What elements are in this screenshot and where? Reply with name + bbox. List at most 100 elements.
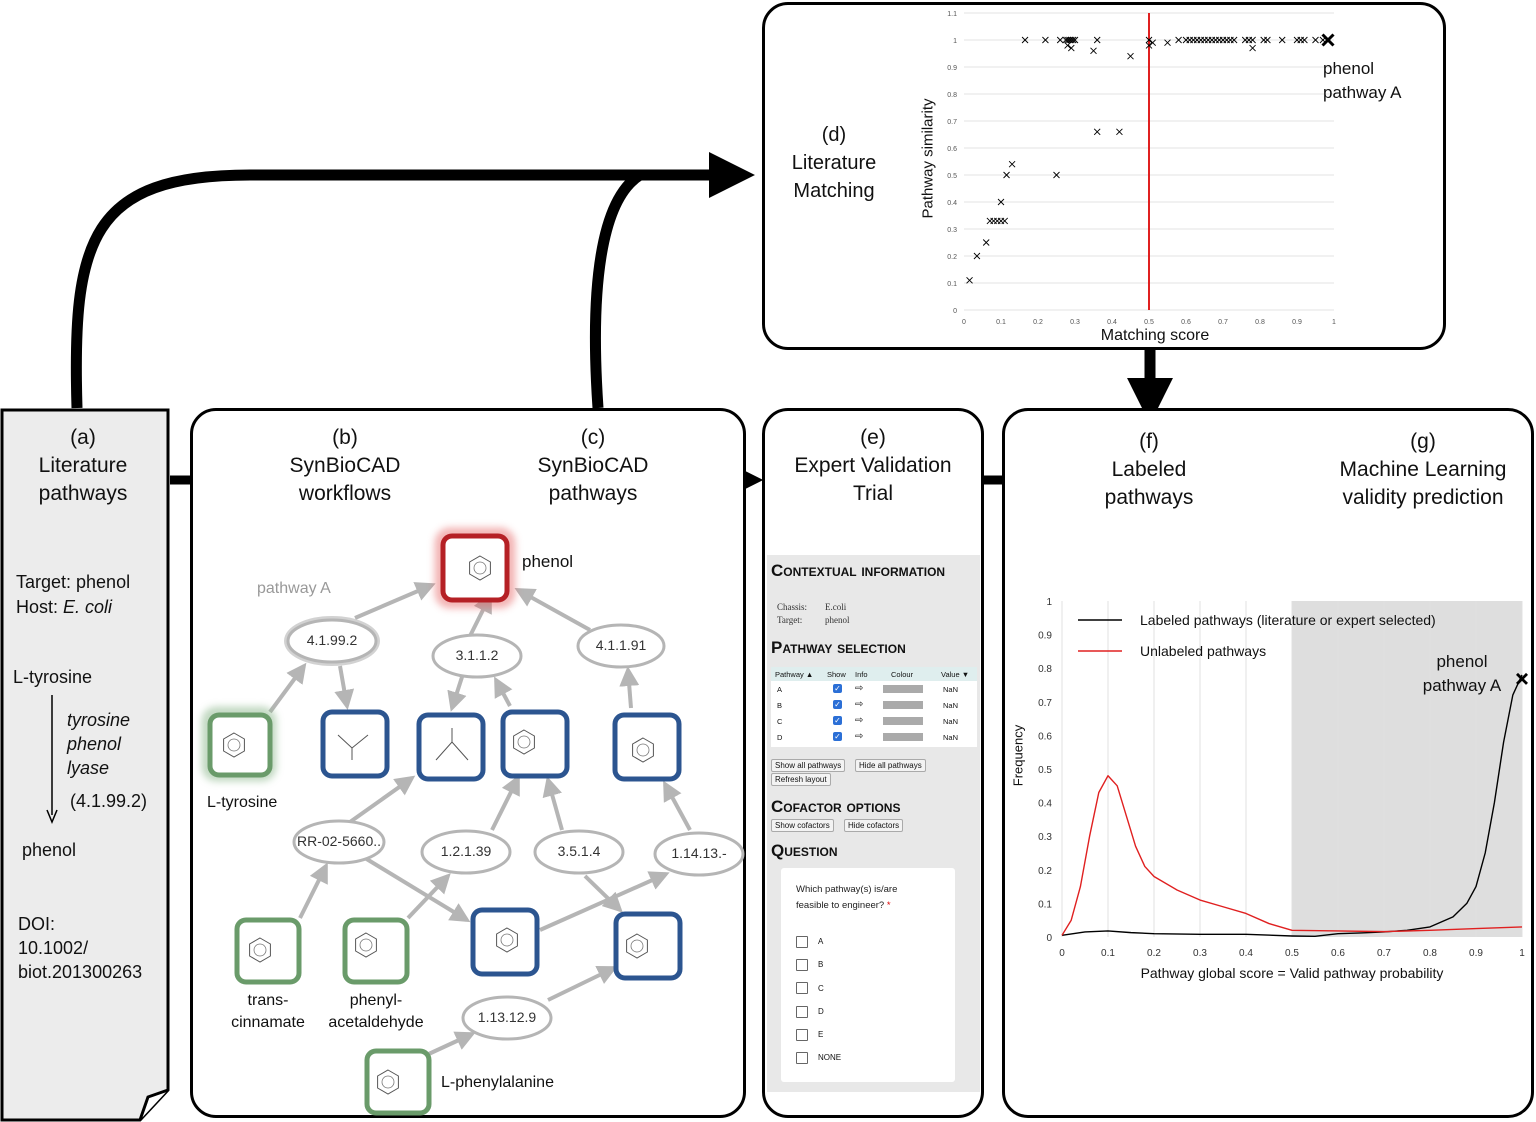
chassis-label: Chassis: <box>777 602 808 612</box>
reaction-4-1-1-91: 4.1.1.91 <box>595 637 647 653</box>
density-highlight-label: phenol pathway A <box>1412 650 1512 698</box>
option-label: A <box>818 937 824 946</box>
scatter-point-stroke <box>1264 36 1271 44</box>
scatter-point <box>1090 47 1097 55</box>
phenylacetaldehyde-line1: phenyl- <box>349 992 403 1009</box>
trans-cinnamate-line1: trans- <box>247 992 289 1009</box>
density-x-tick-label: 0.6 <box>1331 948 1345 959</box>
hide-all-pathways-button[interactable]: Hide all pathways <box>855 759 926 772</box>
reaction-3-1-1-2: 3.1.1.2 <box>455 647 499 663</box>
scatter-y-tick-label: 0.5 <box>947 173 957 180</box>
show-all-pathways-button[interactable]: Show all pathways <box>771 759 846 772</box>
option-checkbox[interactable] <box>796 1052 808 1065</box>
option-a[interactable]: A <box>796 930 841 953</box>
option-label: E <box>818 1030 824 1040</box>
col-show[interactable]: Show <box>827 670 846 679</box>
panel-d-title: (d) Literature Matching <box>770 121 898 205</box>
density-x-tick-label: 0.9 <box>1469 948 1483 959</box>
show-checkbox[interactable]: ✓ <box>833 684 842 693</box>
panel-b-letter: (b) <box>332 426 358 449</box>
scatter-point <box>1067 44 1075 52</box>
scatter-point-stroke <box>1069 36 1077 44</box>
panel-c-letter: (c) <box>580 426 606 449</box>
info-icon[interactable]: ⇨ <box>855 699 864 710</box>
compound-l-phenylalanine: L-phenylalanine <box>441 1074 554 1091</box>
option-e[interactable]: E <box>796 1023 841 1046</box>
table-row[interactable]: A ✓ ⇨ NaN <box>771 682 977 697</box>
scatter-x-tick-label: 0.9 <box>1292 319 1302 326</box>
options-list: A B C D E NONE <box>796 930 841 1070</box>
option-none[interactable]: NONE <box>796 1046 841 1069</box>
option-checkbox[interactable] <box>796 982 808 995</box>
density-x-tick-label: 1 <box>1519 948 1525 959</box>
scatter-point <box>1149 39 1157 47</box>
density-highlight-point <box>1516 672 1528 685</box>
scatter-point-stroke <box>1008 160 1016 168</box>
show-checkbox[interactable]: ✓ <box>833 732 842 741</box>
scatter-point <box>1230 36 1238 44</box>
option-c[interactable]: C <box>796 977 841 1000</box>
table-header: Pathway ▲ Show Info Colour Value ▼ <box>771 667 977 681</box>
scatter-highlight-point-stroke <box>1321 33 1335 47</box>
option-checkbox[interactable] <box>796 935 808 948</box>
info-icon[interactable]: ⇨ <box>855 715 864 726</box>
scatter-point <box>1312 36 1319 44</box>
panel-c-title-line2: pathways <box>548 482 638 505</box>
table-row[interactable]: D ✓ ⇨ NaN <box>771 730 977 745</box>
panel-f-title: (f) Labeled pathways <box>1084 428 1214 512</box>
refresh-layout-button[interactable]: Refresh layout <box>771 773 831 786</box>
phenylacetaldehyde-line2: acetaldehyde <box>328 1014 424 1031</box>
option-label: C <box>818 983 824 993</box>
row-pathway: C <box>777 717 783 726</box>
density-y-tick-label: 0.1 <box>1038 899 1052 910</box>
show-cofactors-button[interactable]: Show cofactors <box>771 819 834 832</box>
context-info: Chassis:E.coli Target:phenol <box>777 601 850 627</box>
panel-g-title: (g) Machine Learning validity prediction <box>1320 428 1526 512</box>
scatter-point <box>1093 36 1101 44</box>
panel-g-letter: (g) <box>1410 430 1436 453</box>
scatter-point <box>1175 36 1182 44</box>
col-pathway[interactable]: Pathway ▲ <box>775 670 814 679</box>
scatter-point-stroke <box>1278 36 1286 44</box>
col-info[interactable]: Info <box>855 670 868 679</box>
table-row[interactable]: C ✓ ⇨ NaN <box>771 714 977 729</box>
scatter-point <box>1008 160 1016 168</box>
info-icon[interactable]: ⇨ <box>855 683 864 694</box>
option-checkbox[interactable] <box>796 1005 808 1018</box>
target-text: Target: phenol <box>16 572 131 592</box>
scatter-point <box>966 276 973 284</box>
scatter-point <box>1064 42 1071 49</box>
show-checkbox[interactable]: ✓ <box>833 700 842 709</box>
option-checkbox[interactable] <box>796 959 808 972</box>
scatter-point-stroke <box>1056 36 1064 44</box>
table-row[interactable]: B ✓ ⇨ NaN <box>771 698 977 713</box>
panel-g-title-line1: Machine Learning <box>1339 458 1507 481</box>
scatter-y-tick-label: 0.4 <box>947 200 957 207</box>
panel-b-title: (b) SynBioCAD workflows <box>270 424 420 508</box>
option-b[interactable]: B <box>796 953 841 976</box>
row-pathway: B <box>777 701 783 710</box>
hide-cofactors-button[interactable]: Hide cofactors <box>844 819 904 832</box>
col-value[interactable]: Value ▼ <box>941 670 970 679</box>
panel-e-title-line2: Trial <box>852 482 894 505</box>
scatter-y-tick-label: 0.9 <box>947 65 957 72</box>
option-d[interactable]: D <box>796 1000 841 1023</box>
col-colour[interactable]: Colour <box>891 670 914 679</box>
info-icon[interactable]: ⇨ <box>855 731 864 742</box>
option-checkbox[interactable] <box>796 1029 808 1042</box>
density-x-tick-label: 0 <box>1059 948 1065 959</box>
scatter-point <box>1249 44 1256 52</box>
scatter-point <box>1056 36 1064 44</box>
scatter-point-stroke <box>1249 44 1256 52</box>
scatter-point-stroke <box>1093 128 1101 136</box>
density-y-tick-label: 0.6 <box>1038 731 1052 742</box>
chassis-value: E.coli <box>825 602 847 612</box>
panel-b-title-line2: workflows <box>298 482 392 505</box>
scatter-point-stroke <box>1003 171 1010 179</box>
host-species: E. coli <box>63 597 113 617</box>
density-x-tick-label: 0.4 <box>1239 948 1253 959</box>
density-x-tick-label: 0.7 <box>1377 948 1391 959</box>
show-checkbox[interactable]: ✓ <box>833 716 842 725</box>
